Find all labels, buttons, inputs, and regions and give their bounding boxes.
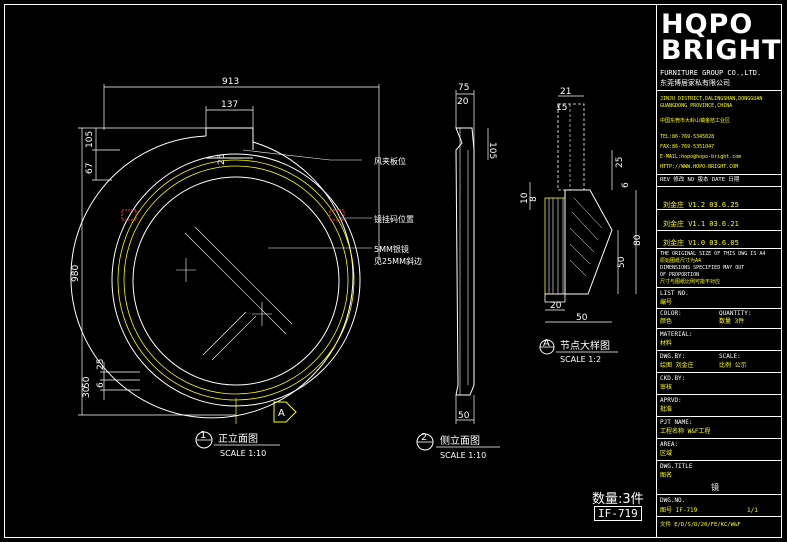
company-name-cn: 东莞博居家私有限公司 bbox=[660, 79, 730, 87]
callout-clamp-board: 风夹板位 bbox=[374, 156, 406, 166]
sheet-number: 1/1 bbox=[747, 507, 758, 514]
dim-detail-21: 21 bbox=[560, 87, 571, 97]
dim-front-width: 913 bbox=[222, 77, 239, 87]
dim-detail-50b: 50 bbox=[576, 313, 588, 323]
dim-side-105: 105 bbox=[487, 142, 497, 159]
dim-front-top: 137 bbox=[221, 100, 238, 110]
mirror-outer-frame bbox=[70, 135, 354, 419]
detail-view-title: 节点大样图 bbox=[560, 339, 610, 352]
dim-detail-8: 8 bbox=[529, 196, 539, 202]
side-elevation: 75 20 105 50 2 侧立面图 SCALE 1:10 bbox=[416, 83, 500, 460]
callout-silver-mirror: 5MM银镜 bbox=[374, 244, 409, 254]
title-block: HQPO BRIGHT FURNITURE GROUP CO.,LTD. 东莞博… bbox=[656, 4, 782, 538]
drawing-code: IF-719 bbox=[594, 506, 642, 521]
dim-side-20: 20 bbox=[457, 97, 469, 107]
side-view-title: 侧立面图 bbox=[440, 434, 480, 447]
callout-bevel-edge: 见25MM斜边 bbox=[374, 256, 422, 266]
dim-front-bottom-25: 25 bbox=[96, 359, 106, 370]
dim-front-bottom-6: 6 bbox=[96, 382, 106, 388]
glass-hatch bbox=[184, 232, 287, 335]
dim-detail-80: 80 bbox=[633, 234, 643, 246]
file-path: 文件 E/D/S/D/20/FE/KC/W&F bbox=[660, 522, 741, 528]
company-name-en: FURNITURE GROUP CO.,LTD. bbox=[660, 69, 762, 77]
drawing-title-value: 镜 bbox=[711, 483, 719, 492]
section-marker bbox=[273, 401, 297, 423]
front-view-scale: SCALE 1:10 bbox=[220, 449, 266, 458]
revision-header: REV 修改 NO 版本 DATE 日期 bbox=[660, 177, 740, 183]
detail-frame-section bbox=[564, 189, 613, 295]
callout-hanger-position: 镜挂码位置 bbox=[374, 214, 414, 224]
hanger-left bbox=[121, 209, 137, 221]
mirror-bevel-ring-1 bbox=[117, 159, 355, 401]
detail-view-scale: SCALE 1:2 bbox=[560, 355, 601, 364]
front-elevation: 913 137 25 980 67 105 25 30 50 6 A bbox=[70, 77, 422, 458]
crosshair bbox=[176, 258, 196, 282]
detail-a: 21 15 25 6 10 8 80 50 20 50 A 节点大样图 SCAL… bbox=[520, 87, 643, 364]
dim-front-67: 67 bbox=[85, 163, 95, 174]
dim-side-75: 75 bbox=[458, 83, 469, 93]
quantity-label: 数量:3件 bbox=[592, 492, 644, 507]
revision-row: 刘金庄 V1.1 03.6.21 bbox=[663, 220, 739, 228]
mirror-frame-notch bbox=[205, 127, 254, 150]
front-view-title: 正立面图 bbox=[218, 432, 258, 445]
front-view-number: 1 bbox=[200, 430, 206, 441]
mirror-frame-ring bbox=[111, 153, 361, 407]
dim-front-height: 980 bbox=[71, 265, 81, 282]
glass-hatch bbox=[211, 315, 257, 361]
company-logo: HQPO BRIGHT bbox=[661, 9, 782, 66]
side-profile bbox=[455, 127, 475, 396]
mirror-glass bbox=[132, 176, 340, 386]
revision-row: 刘金庄 V1.0 03.6.05 bbox=[663, 239, 739, 247]
side-view-scale: SCALE 1:10 bbox=[440, 451, 486, 460]
dim-detail-25: 25 bbox=[615, 157, 625, 168]
detail-view-number: A bbox=[543, 338, 550, 349]
section-marker-label: A bbox=[278, 408, 285, 419]
dim-detail-50: 50 bbox=[617, 256, 627, 268]
glass-hatch bbox=[194, 226, 293, 325]
dim-front-105: 105 bbox=[85, 131, 95, 148]
dim-side-50: 50 bbox=[458, 411, 470, 421]
dim-detail-6: 6 bbox=[621, 182, 631, 188]
dim-detail-15: 15 bbox=[556, 103, 567, 113]
dim-front-bottom-50: 50 bbox=[82, 376, 92, 388]
dim-detail-10: 10 bbox=[520, 192, 530, 204]
crosshair bbox=[252, 302, 272, 326]
side-view-number: 2 bbox=[421, 432, 427, 443]
dim-detail-20: 20 bbox=[550, 301, 562, 311]
dim-front-bottom-30: 30 bbox=[82, 386, 92, 398]
mirror-bevel-ring-2 bbox=[123, 165, 349, 395]
drawing-frame bbox=[4, 4, 782, 538]
drawing-number: 图号 IF-719 bbox=[660, 507, 698, 514]
revision-row: 刘金庄 V1.2 03.6.25 bbox=[663, 201, 739, 209]
dim-front-25: 25 bbox=[217, 154, 227, 165]
hanger-right bbox=[329, 209, 345, 221]
glass-hatch bbox=[202, 311, 247, 356]
